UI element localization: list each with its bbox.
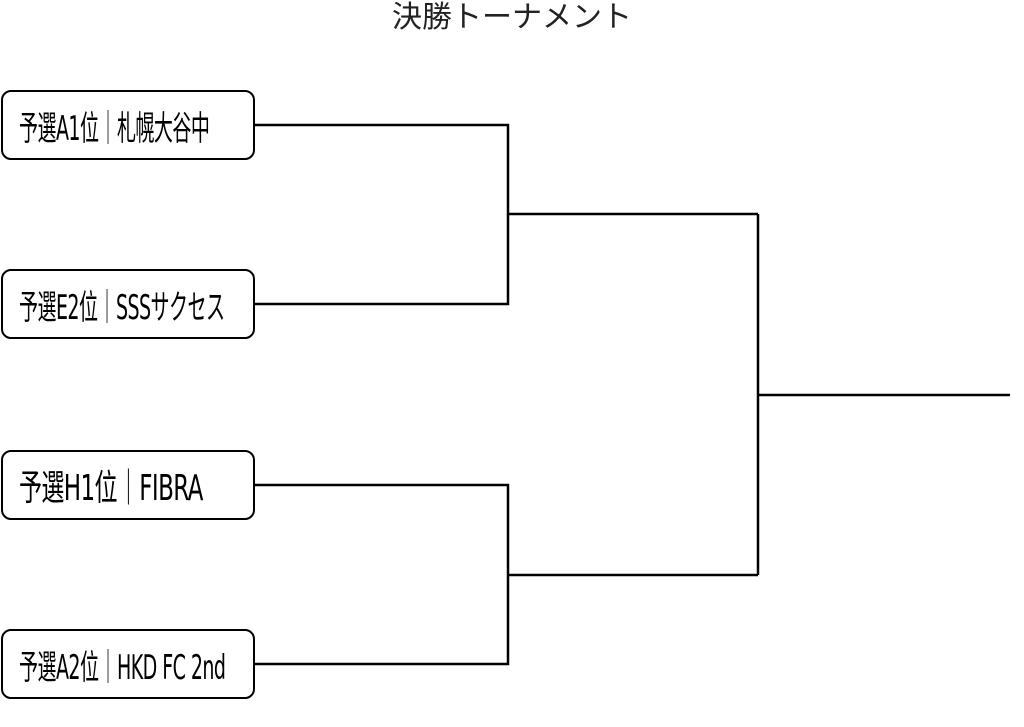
team-label: 予選H1位｜FIBRA (19, 468, 203, 509)
page-title: 決勝トーナメント (392, 0, 632, 35)
team-label: 予選A2位｜HKD FC 2nd (19, 647, 226, 688)
team-box-4: 予選A2位｜HKD FC 2nd (1, 629, 255, 699)
semifinal-1-connector (255, 123, 758, 306)
team-label: 予選E2位｜SSSサクセス (19, 287, 225, 328)
team-box-1: 予選A1位｜札幌大谷中 (1, 90, 255, 160)
team-box-3: 予選H1位｜FIBRA (1, 450, 255, 520)
team-label: 予選A1位｜札幌大谷中 (19, 108, 210, 149)
semifinal-2-connector (255, 483, 758, 666)
final-connector (756, 214, 1010, 575)
team-box-2: 予選E2位｜SSSサクセス (1, 269, 255, 339)
